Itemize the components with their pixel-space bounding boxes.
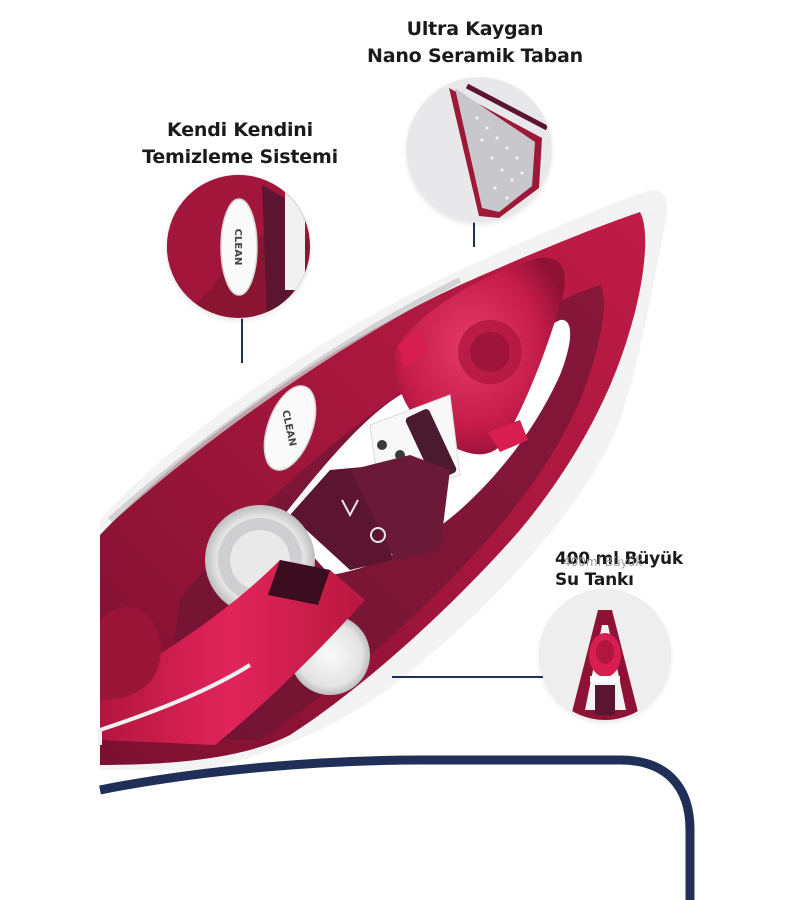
leader-line-water-tank [392,676,544,678]
label-clean-line-2: Temizleme Sistemi [142,146,338,168]
label-tank-line-2: Su Tankı [555,570,634,590]
label-water-tank: 400 ml Büyük Su Tankı [555,549,715,591]
clean-button-graphic: CLEAN [263,385,317,471]
label-self-cleaning: Kendi Kendini Temizleme Sistemi [120,117,360,171]
steam-buttons [290,455,450,570]
inset-nano-ceramic-base [407,78,551,222]
label-nano-line-1: Ultra Kaygan [406,18,544,40]
inset-water-tank [540,590,670,720]
label-tank-line-1: 400 ml Büyük [555,549,684,569]
leader-line-self-clean [241,318,243,363]
label-clean-line-1: Kendi Kendini [167,119,313,141]
inset-self-cleaning: CLEAN [167,175,310,318]
label-nano-ceramic-base: Ultra Kaygan Nano Seramik Taban [330,16,620,70]
leader-line-nano-base [473,215,475,247]
label-water-tank-ghost: 400ml Büyük [563,555,643,569]
label-nano-line-2: Nano Seramik Taban [367,45,583,67]
inset-clean-button-text: CLEAN [232,229,243,266]
